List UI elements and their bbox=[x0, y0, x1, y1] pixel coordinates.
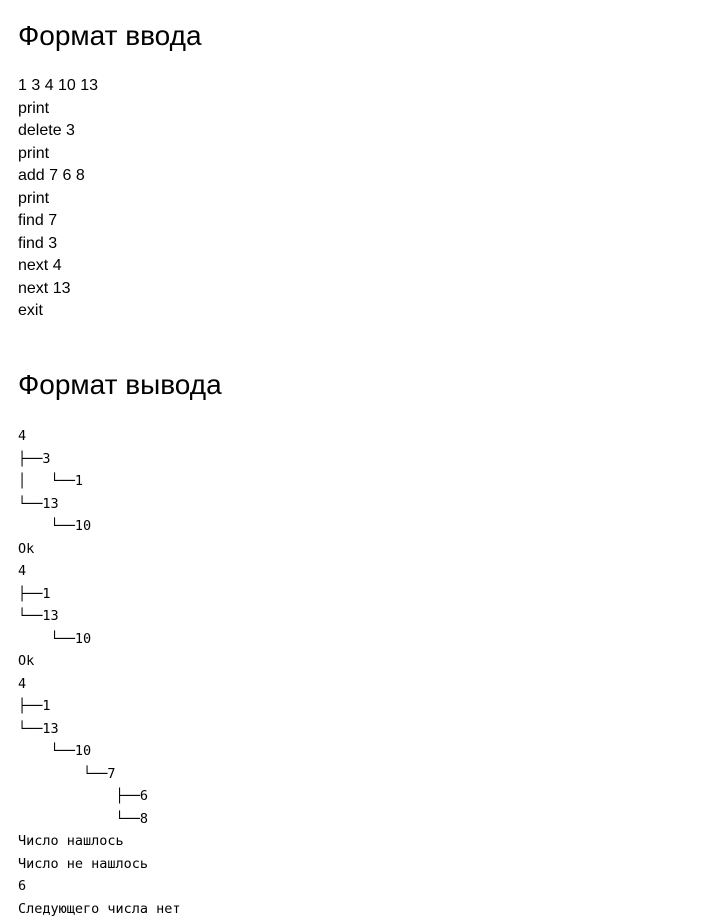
input-format-heading: Формат ввода bbox=[18, 20, 202, 51]
output-line: ├──1 bbox=[18, 585, 51, 602]
output-line: 4 bbox=[18, 428, 27, 444]
output-line: ├──1 bbox=[18, 698, 51, 714]
output-line: ├──3 bbox=[18, 450, 51, 467]
output-line: Число нашлось bbox=[18, 833, 124, 849]
input-line: delete 3 bbox=[18, 122, 75, 139]
input-line: find 3 bbox=[18, 234, 58, 252]
output-line: 6 bbox=[18, 878, 27, 894]
input-line: find 7 bbox=[18, 212, 58, 229]
output-line: └──10 bbox=[18, 630, 92, 647]
output-line: └──8 bbox=[18, 810, 149, 827]
input-line: print bbox=[18, 189, 50, 207]
input-line: print bbox=[18, 144, 50, 162]
output-format-heading: Формат вывода bbox=[18, 369, 222, 400]
input-line: next 13 bbox=[18, 279, 71, 297]
output-line: Число не нашлось bbox=[18, 855, 149, 872]
output-line: │ └──1 bbox=[18, 473, 84, 489]
output-line: └──10 bbox=[18, 518, 92, 534]
output-line: └──13 bbox=[18, 608, 59, 624]
output-line: 4 bbox=[18, 675, 27, 692]
input-line: print bbox=[18, 99, 50, 117]
output-line: Следующего числа нет bbox=[18, 900, 181, 917]
output-line: Ok bbox=[18, 540, 35, 557]
input-line: exit bbox=[18, 302, 43, 319]
output-example: 4 ├──3 │ └──1 └──13 └──10 Ok 4 ├──1 └──1… bbox=[18, 425, 181, 920]
output-line: └──10 bbox=[18, 743, 92, 759]
output-line: 4 bbox=[18, 563, 27, 579]
input-example: 1 3 4 10 13 print delete 3 print add 7 6… bbox=[18, 75, 98, 323]
input-line: add 7 6 8 bbox=[18, 167, 85, 184]
output-line: Ok bbox=[18, 653, 35, 669]
input-line: 1 3 4 10 13 bbox=[18, 77, 99, 94]
output-line: ├──6 bbox=[18, 788, 149, 804]
input-line: next 4 bbox=[18, 257, 62, 274]
output-line: └──13 bbox=[18, 720, 59, 737]
output-line: └──7 bbox=[18, 765, 116, 782]
output-line: └──13 bbox=[18, 495, 59, 512]
